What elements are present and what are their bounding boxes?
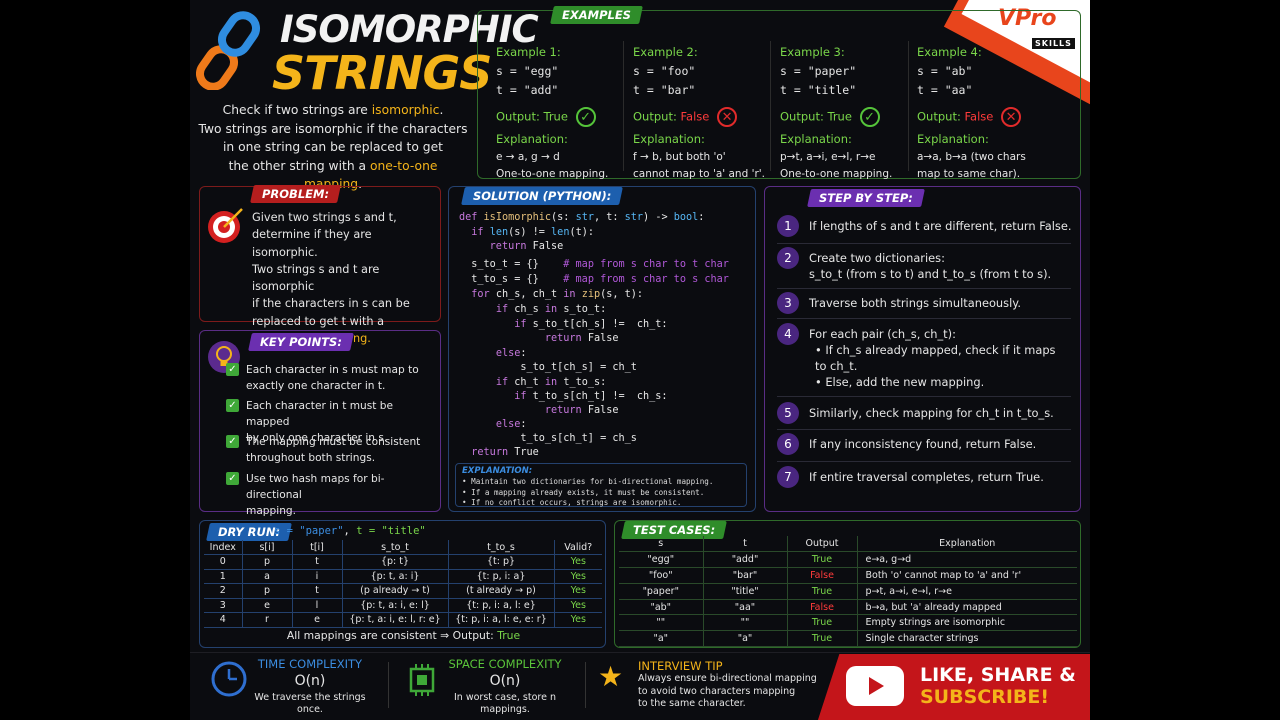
code-line: t_to_s = {} # map from s char to s char: [459, 274, 729, 285]
checkbox-icon: ✓: [226, 472, 239, 485]
clock-icon: [211, 661, 247, 697]
example-4: Example 4: s = "ab" t = "aa" Output: Fal…: [917, 45, 1026, 180]
checkbox-icon: ✓: [226, 399, 239, 412]
brand-badge-sub: SKILLS: [1032, 38, 1075, 49]
examples-tag: EXAMPLES: [550, 6, 643, 24]
intro-text: Check if two strings are isomorphic. Two…: [198, 103, 468, 191]
explanation-box: EXPLANATION: • Maintain two dictionaries…: [455, 463, 747, 507]
code-line: return False: [544, 405, 619, 416]
star-icon: ★: [598, 660, 624, 693]
subscribe-text[interactable]: LIKE, SHARE & SUBSCRIBE!: [920, 664, 1076, 708]
cross-icon: ✕: [717, 107, 738, 127]
examples-panel: EXAMPLES Example 1: s = "egg" t = "add" …: [477, 6, 1081, 180]
code-line: else:: [495, 419, 527, 430]
code-line: else:: [495, 348, 527, 359]
steps-tag: STEP BY STEP:: [807, 189, 925, 207]
poster: ISOMORPHIC STRINGS Check if two strings …: [190, 0, 1090, 720]
code-line: if len(s) != len(t):: [471, 226, 594, 238]
check-icon: ✓: [859, 107, 880, 127]
title-line-1: ISOMORPHIC: [280, 8, 539, 51]
problem-tag: PROBLEM:: [250, 185, 341, 203]
interview-tip: INTERVIEW TIP Always ensure bi-direction…: [638, 659, 817, 709]
code-line: s_to_t = {} # map from s char to t char: [459, 259, 729, 270]
target-icon: [208, 208, 243, 243]
example-2: Example 2: s = "foo" t = "bar" Output: F…: [633, 45, 766, 180]
title-line-2: STRINGS: [272, 46, 492, 100]
dry-run-summary: All mappings are consistent ⇒ Output: Tr…: [286, 629, 521, 642]
youtube-play-icon[interactable]: [846, 666, 904, 706]
example-1: Example 1: s = "egg" t = "add" Output: T…: [496, 45, 609, 180]
example-3: Example 3: s = "paper" t = "title" Outpu…: [780, 45, 893, 180]
problem-text: Given two strings s and t, determine if …: [252, 211, 410, 345]
code-line: if s_to_t[ch_s] != ch_t:: [514, 319, 668, 330]
code-line: if ch_s in s_to_t:: [495, 304, 607, 315]
chain-link-icon: [196, 11, 261, 90]
code-line: if ch_t in t_to_s:: [495, 377, 607, 388]
check-icon: ✓: [575, 107, 596, 127]
chip-icon: [409, 664, 435, 696]
code-line: return False: [544, 333, 619, 344]
checkbox-icon: ✓: [226, 435, 239, 448]
space-complexity: SPACE COMPLEXITY O(n) In worst case, sto…: [448, 657, 562, 715]
code-line: def isIomorphic(s: str, t: str) -> bool:: [459, 212, 705, 223]
dry-run-caption: s = "paper", t = "title": [274, 525, 426, 537]
code-line: return True: [471, 447, 539, 458]
code-line: for ch_s, ch_t in zip(s, t):: [471, 289, 644, 300]
code-line: t_to_s[ch_t] = ch_s: [459, 433, 637, 444]
problem-panel: PROBLEM: Given two strings s and t, dete…: [199, 185, 441, 345]
code-line: if t_to_s[ch_t] != ch_s:: [514, 391, 668, 402]
solution-panel: SOLUTION (PYTHON): def isIomorphic(s: st…: [448, 186, 756, 512]
code-line: s_to_t[ch_s] = ch_t: [459, 362, 637, 373]
cross-icon: ✕: [1001, 107, 1022, 127]
code-line: return False: [489, 241, 564, 252]
key-points-tag: KEY POINTS:: [248, 333, 354, 351]
solution-tag: SOLUTION (PYTHON):: [461, 187, 624, 205]
key-points-panel: KEY POINTS: ✓Each character in s must ma…: [199, 330, 441, 517]
checkbox-icon: ✓: [226, 363, 239, 376]
time-complexity: TIME COMPLEXITY O(n) We traverse the str…: [254, 657, 366, 715]
